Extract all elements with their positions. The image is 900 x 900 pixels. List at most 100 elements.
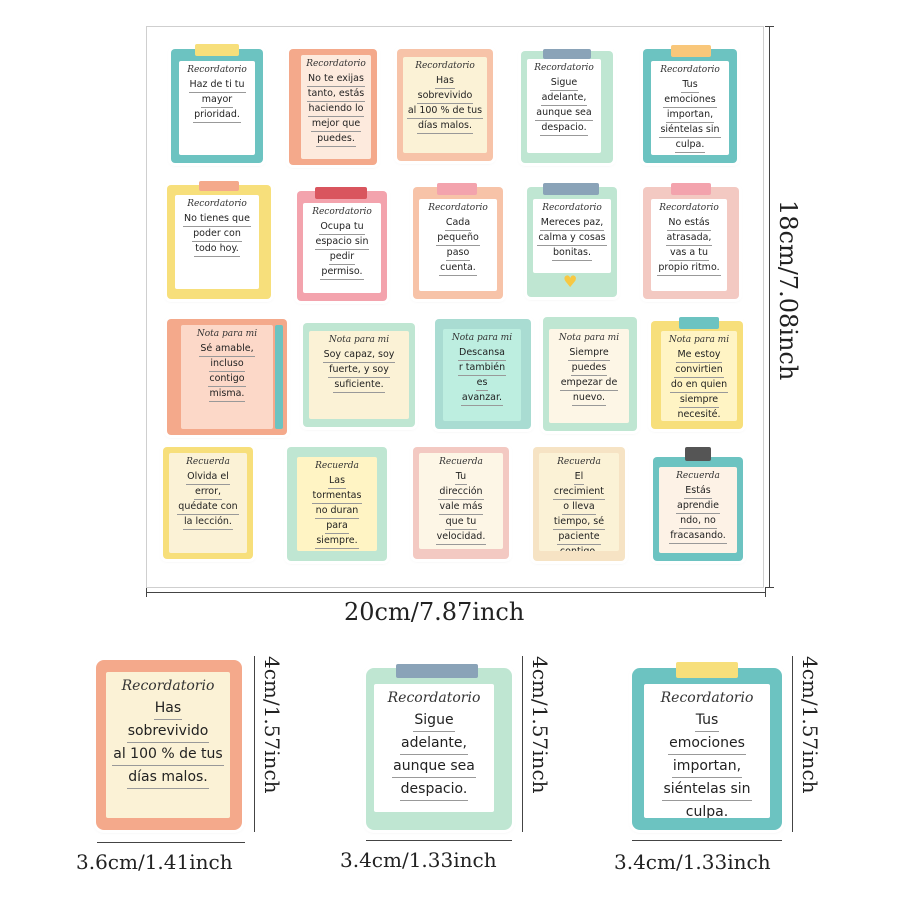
sticker-line: avanzar. [460, 391, 504, 406]
sticker-line: Siempre [568, 346, 610, 361]
sticker-heading: Nota para mi [328, 335, 390, 345]
sticker-line: nuevo. [571, 391, 607, 406]
sticker-line: calma y cosas [537, 231, 607, 246]
sample-rule [366, 840, 512, 841]
width-rule [146, 592, 766, 593]
sticker-heading: Recordatorio [660, 65, 720, 75]
sticker-line: necesité. [676, 408, 721, 421]
sticker-line: aunque sea [392, 755, 476, 778]
sticker-line: mayor [200, 93, 234, 108]
sticker-line: quédate con [177, 500, 239, 515]
sticker-line: ndo, no [679, 514, 717, 529]
sticker-line: aprendie [676, 499, 720, 514]
sticker-heading: Recordatorio [415, 61, 475, 71]
sticker-line: Las [327, 474, 347, 489]
sticker-line: para [325, 519, 349, 534]
sticker-line: No estás [667, 216, 711, 231]
sheet-height-label: 18cm/7.08inch [774, 200, 802, 381]
sticker-line: convirtien [674, 363, 724, 378]
sticker-line: pequeño [436, 231, 480, 246]
sticker-line: tanto, estás [306, 87, 366, 102]
sticker-line: paso [445, 246, 471, 261]
sticker-line: Descansa [458, 346, 506, 361]
sticker-line: la lección. [183, 515, 233, 530]
sticker-line: Cada [444, 216, 472, 231]
sticker-line: Estás [684, 484, 712, 499]
sticker-line: Tus [694, 709, 720, 732]
sticker-line: prioridad. [193, 108, 241, 123]
sticker-heading: Recordatorio [387, 690, 481, 706]
sticker-heading: Recordatorio [428, 203, 488, 213]
sticker-line: dirección [438, 485, 484, 500]
sticker-line: siempre [678, 393, 720, 408]
sticker-line: que tu [444, 515, 478, 530]
sticker-line: crecimient [552, 485, 606, 500]
sticker-heading: Recordatorio [306, 59, 366, 69]
sticker-line: despacio. [540, 121, 588, 136]
sticker-line: fuerte, y soy [328, 363, 390, 378]
sticker-heading: Recordatorio [187, 65, 247, 75]
sticker-line: Ocupa tu [319, 220, 365, 235]
sticker-line: no duran [314, 504, 360, 519]
sticker-heading: Recuerda [186, 457, 230, 467]
sticker-line: siéntelas sin [662, 778, 752, 801]
sticker-heading: Recordatorio [121, 678, 215, 694]
sticker-line: es [475, 376, 489, 391]
sticker-line: El [573, 470, 585, 485]
sticker-line: mejor que [310, 117, 362, 132]
sticker-line: paciente [557, 530, 601, 545]
sample-height-label: 4cm/1.57inch [798, 656, 822, 794]
sheet-width-label: 20cm/7.87inch [344, 598, 525, 626]
sticker-line: empezar de [559, 376, 619, 391]
sticker-line: puedes. [316, 132, 356, 147]
sticker-line: incluso [209, 357, 245, 372]
sticker-line: Haz de ti tu [188, 78, 246, 93]
height-rule [769, 26, 770, 588]
sticker-line: vas a tu [668, 246, 709, 261]
sample-width-label: 3.6cm/1.41inch [76, 850, 233, 874]
sticker-line: Has [153, 697, 183, 720]
sticker-line: sobrevivido [126, 720, 210, 743]
sticker-line: días malos. [417, 119, 473, 134]
sticker-line: Has [435, 74, 455, 89]
sticker-line: Sigue [549, 76, 579, 91]
sticker-line: importan, [665, 108, 715, 123]
sticker-line: misma. [208, 387, 246, 402]
sticker-heading: Nota para mi [451, 333, 513, 343]
sticker-line: atrasada, [665, 231, 713, 246]
sticker-line: fracasando. [669, 529, 727, 544]
sticker-line: días malos. [127, 766, 209, 789]
sticker-line: emociones [663, 93, 717, 108]
height-rule-tick [765, 26, 774, 27]
sticker-heading: Recordatorio [542, 203, 602, 213]
sticker-line: puedes [570, 361, 608, 376]
sticker-line: poder con [192, 227, 242, 242]
sticker-heading: Recuerda [315, 461, 359, 471]
sticker-heading: Recuerda [676, 471, 720, 481]
sticker-line: Mereces paz, [539, 216, 605, 231]
sticker-line: Tu [454, 470, 468, 485]
sticker-line: propio ritmo. [657, 261, 721, 276]
sticker-line: aunque sea [535, 106, 593, 121]
sticker-line: emociones [668, 732, 746, 755]
sticker-line: culpa. [674, 138, 706, 153]
sticker-line: contigo. [559, 545, 599, 551]
sticker-line: error, [193, 485, 223, 500]
sticker-heading: Recordatorio [187, 199, 247, 209]
